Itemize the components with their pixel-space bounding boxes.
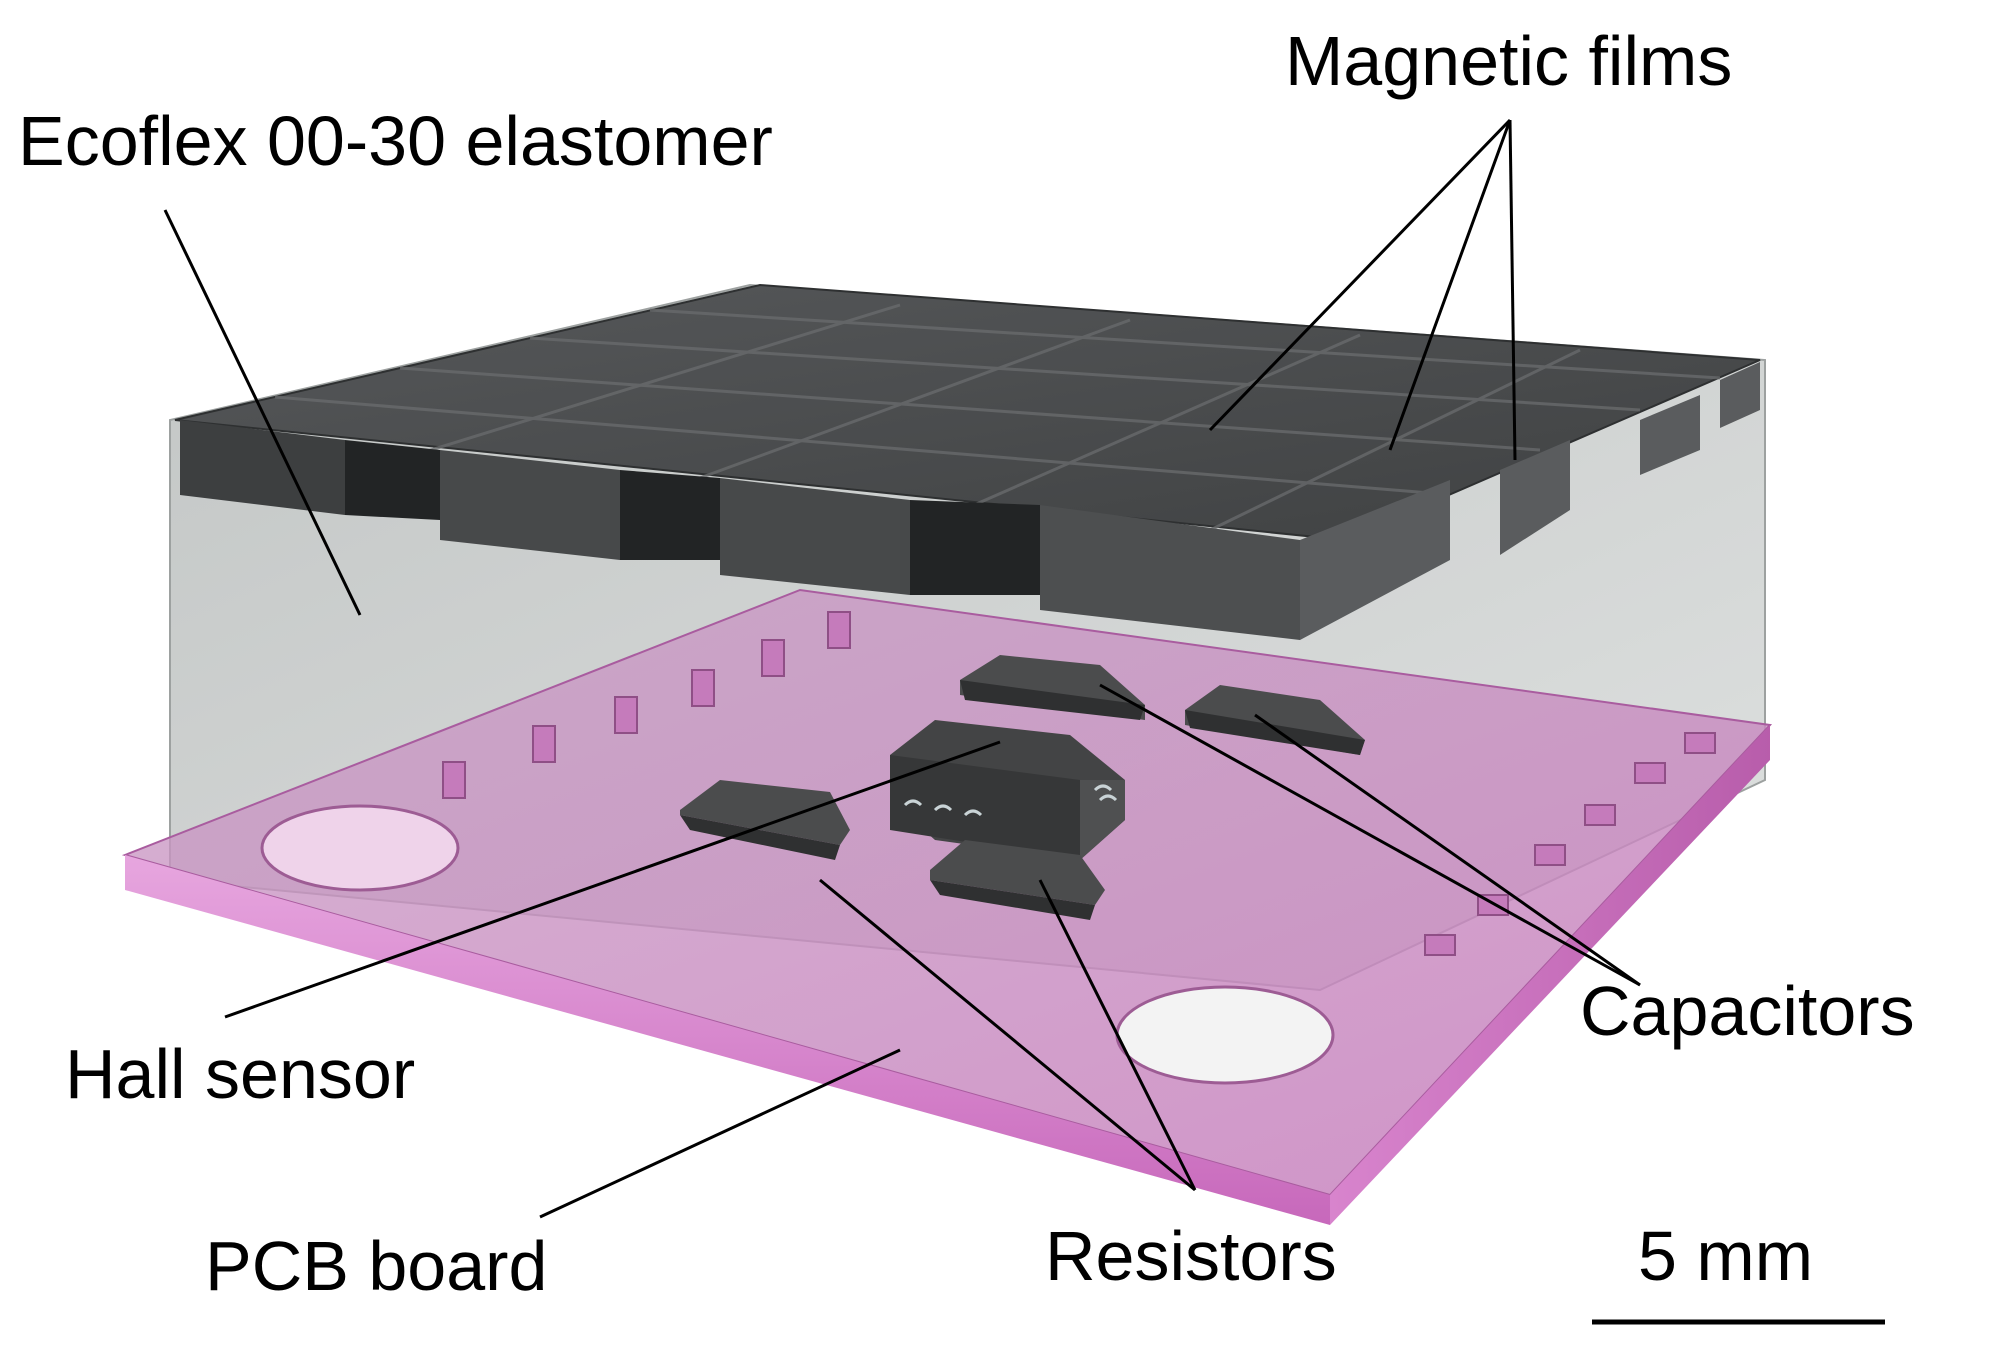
leader-pcb-board [539, 1048, 901, 1219]
hall-sensor-chip [890, 720, 1125, 860]
leader-hall-sensor [224, 740, 1001, 1019]
capacitor-1 [960, 655, 1145, 720]
leader-capacitor-2 [1254, 713, 1641, 987]
leader-ecoflex [163, 209, 362, 616]
label-magnetic-films: Magnetic films [1285, 22, 1732, 100]
label-ecoflex: Ecoflex 00-30 elastomer [18, 102, 773, 180]
leader-capacitor-1 [1099, 683, 1641, 987]
leader-lines [163, 118, 1641, 1219]
leader-magnetic-film-3 [1508, 119, 1517, 461]
scale-bar-label: 5 mm [1638, 1217, 1813, 1295]
leader-magnetic-film-1 [1208, 118, 1512, 432]
label-resistors: Resistors [1045, 1217, 1337, 1295]
magnetic-films-grid [174, 283, 1761, 640]
label-capacitors: Capacitors [1580, 972, 1915, 1050]
capacitor-2 [1185, 685, 1365, 755]
label-hall-sensor: Hall sensor [65, 1035, 415, 1113]
leader-resistor-2 [1038, 879, 1197, 1191]
resistor-1 [680, 780, 850, 860]
label-pcb-board: PCB board [205, 1227, 547, 1305]
leader-resistor-1 [819, 878, 1196, 1192]
leader-magnetic-film-2 [1388, 119, 1512, 451]
